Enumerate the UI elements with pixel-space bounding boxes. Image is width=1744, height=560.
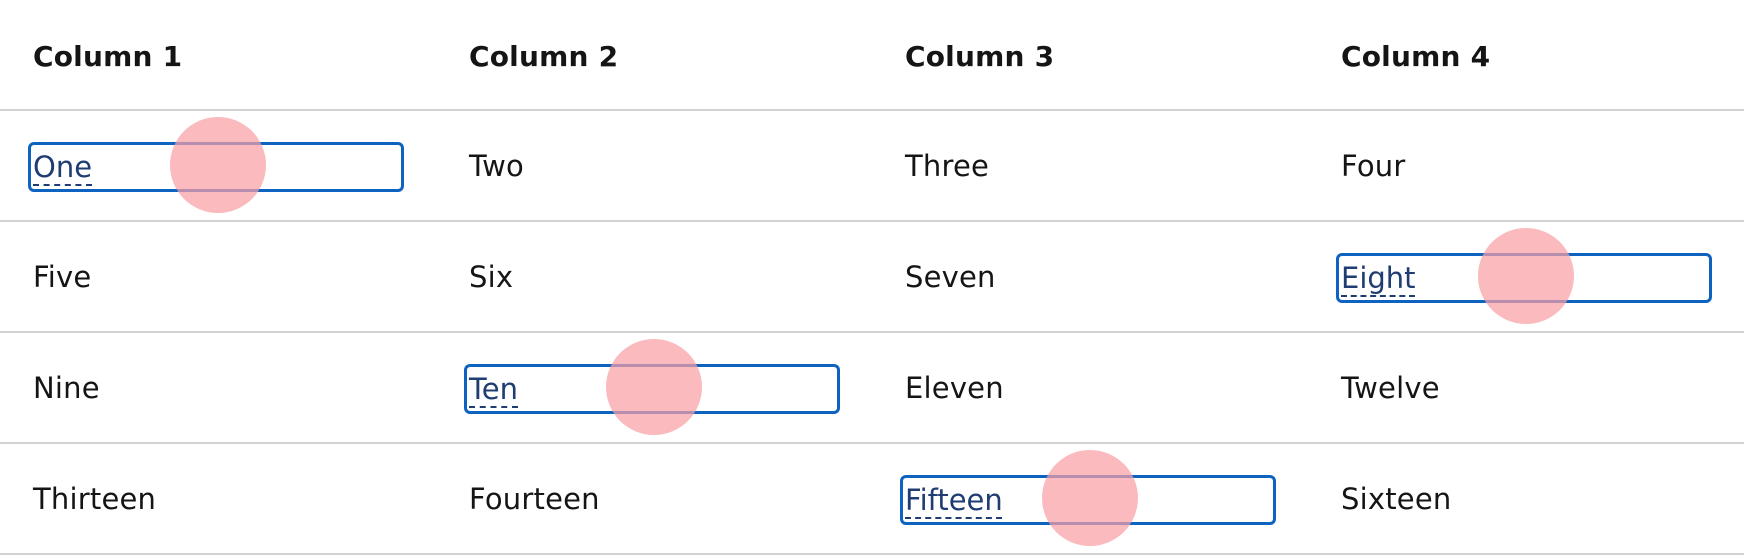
table-cell: Twelve xyxy=(1341,370,1440,405)
table-cell: Five xyxy=(33,259,92,294)
table-cell: Seven xyxy=(905,259,996,294)
cell-button-fifteen[interactable]: Fifteen xyxy=(900,475,1276,525)
table-cell: Two xyxy=(469,148,524,183)
cell-button-one[interactable]: One xyxy=(28,142,404,192)
table-row: One Two Three Four xyxy=(0,111,1744,222)
column-header: Column 3 xyxy=(905,40,1055,73)
cell-button-label: Fifteen xyxy=(905,483,1003,517)
cell-button-eight[interactable]: Eight xyxy=(1336,253,1712,303)
table-row: Thirteen Fourteen Fifteen Sixteen xyxy=(0,444,1744,555)
table-cell: Eleven xyxy=(905,370,1004,405)
table-cell: Six xyxy=(469,259,514,294)
table-header-row: Column 1 Column 2 Column 3 Column 4 xyxy=(0,0,1744,111)
cell-button-label: One xyxy=(33,150,93,184)
cell-button-label: Eight xyxy=(1341,261,1416,295)
table-cell: Three xyxy=(905,148,990,183)
column-header: Column 2 xyxy=(469,40,619,73)
column-header: Column 4 xyxy=(1341,40,1491,73)
cell-button-label: Ten xyxy=(469,372,519,406)
table-cell: Fourteen xyxy=(469,481,600,516)
table-cell: Sixteen xyxy=(1341,481,1452,516)
table-row: Nine Ten Eleven Twelve xyxy=(0,333,1744,444)
table-cell: Thirteen xyxy=(33,481,157,516)
table-cell: Four xyxy=(1341,148,1406,183)
column-header: Column 1 xyxy=(33,40,183,73)
table-cell: Nine xyxy=(33,370,100,405)
cell-button-ten[interactable]: Ten xyxy=(464,364,840,414)
table-row: Five Six Seven Eight xyxy=(0,222,1744,333)
